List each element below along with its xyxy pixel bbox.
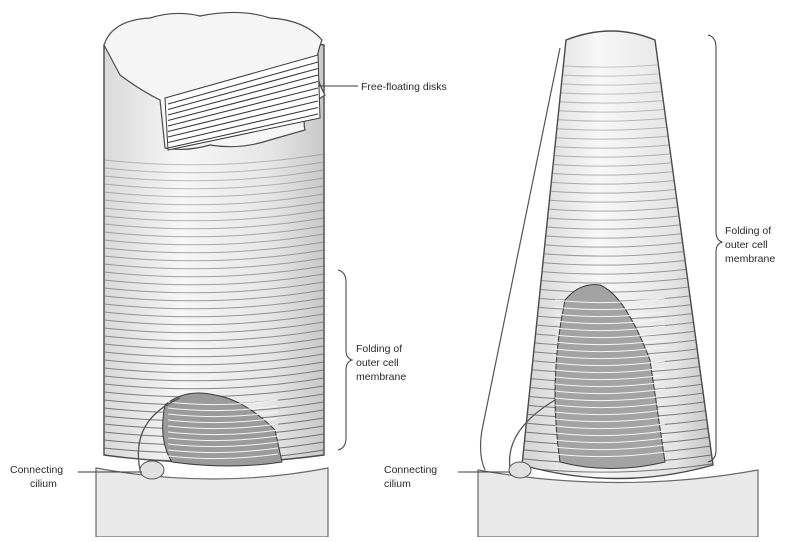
rod-inner-segment <box>96 468 328 537</box>
cone-basal-body <box>509 462 531 478</box>
label-rod-folding-2: outer cell <box>356 357 399 369</box>
rod-basal-body <box>140 461 164 479</box>
label-cone-folding-3: membrane <box>725 253 775 265</box>
label-rod-connecting-2: cilium <box>30 478 57 490</box>
label-cone-connecting-2: cilium <box>384 478 411 490</box>
label-free-floating-disks: Free-floating disks <box>361 81 447 93</box>
label-rod-folding-3: membrane <box>356 371 406 383</box>
rod-cell <box>96 12 328 537</box>
label-cone-folding-1: Folding of <box>725 225 771 237</box>
label-cone-folding-2: outer cell <box>725 239 768 251</box>
cone-folding-bracket <box>708 35 722 462</box>
label-rod-connecting-1: Connecting <box>10 464 63 476</box>
label-rod-folding-1: Folding of <box>356 343 402 355</box>
rod-folding-bracket <box>338 270 352 450</box>
cone-inner-segment <box>478 470 758 537</box>
label-cone-connecting-1: Connecting <box>384 464 437 476</box>
